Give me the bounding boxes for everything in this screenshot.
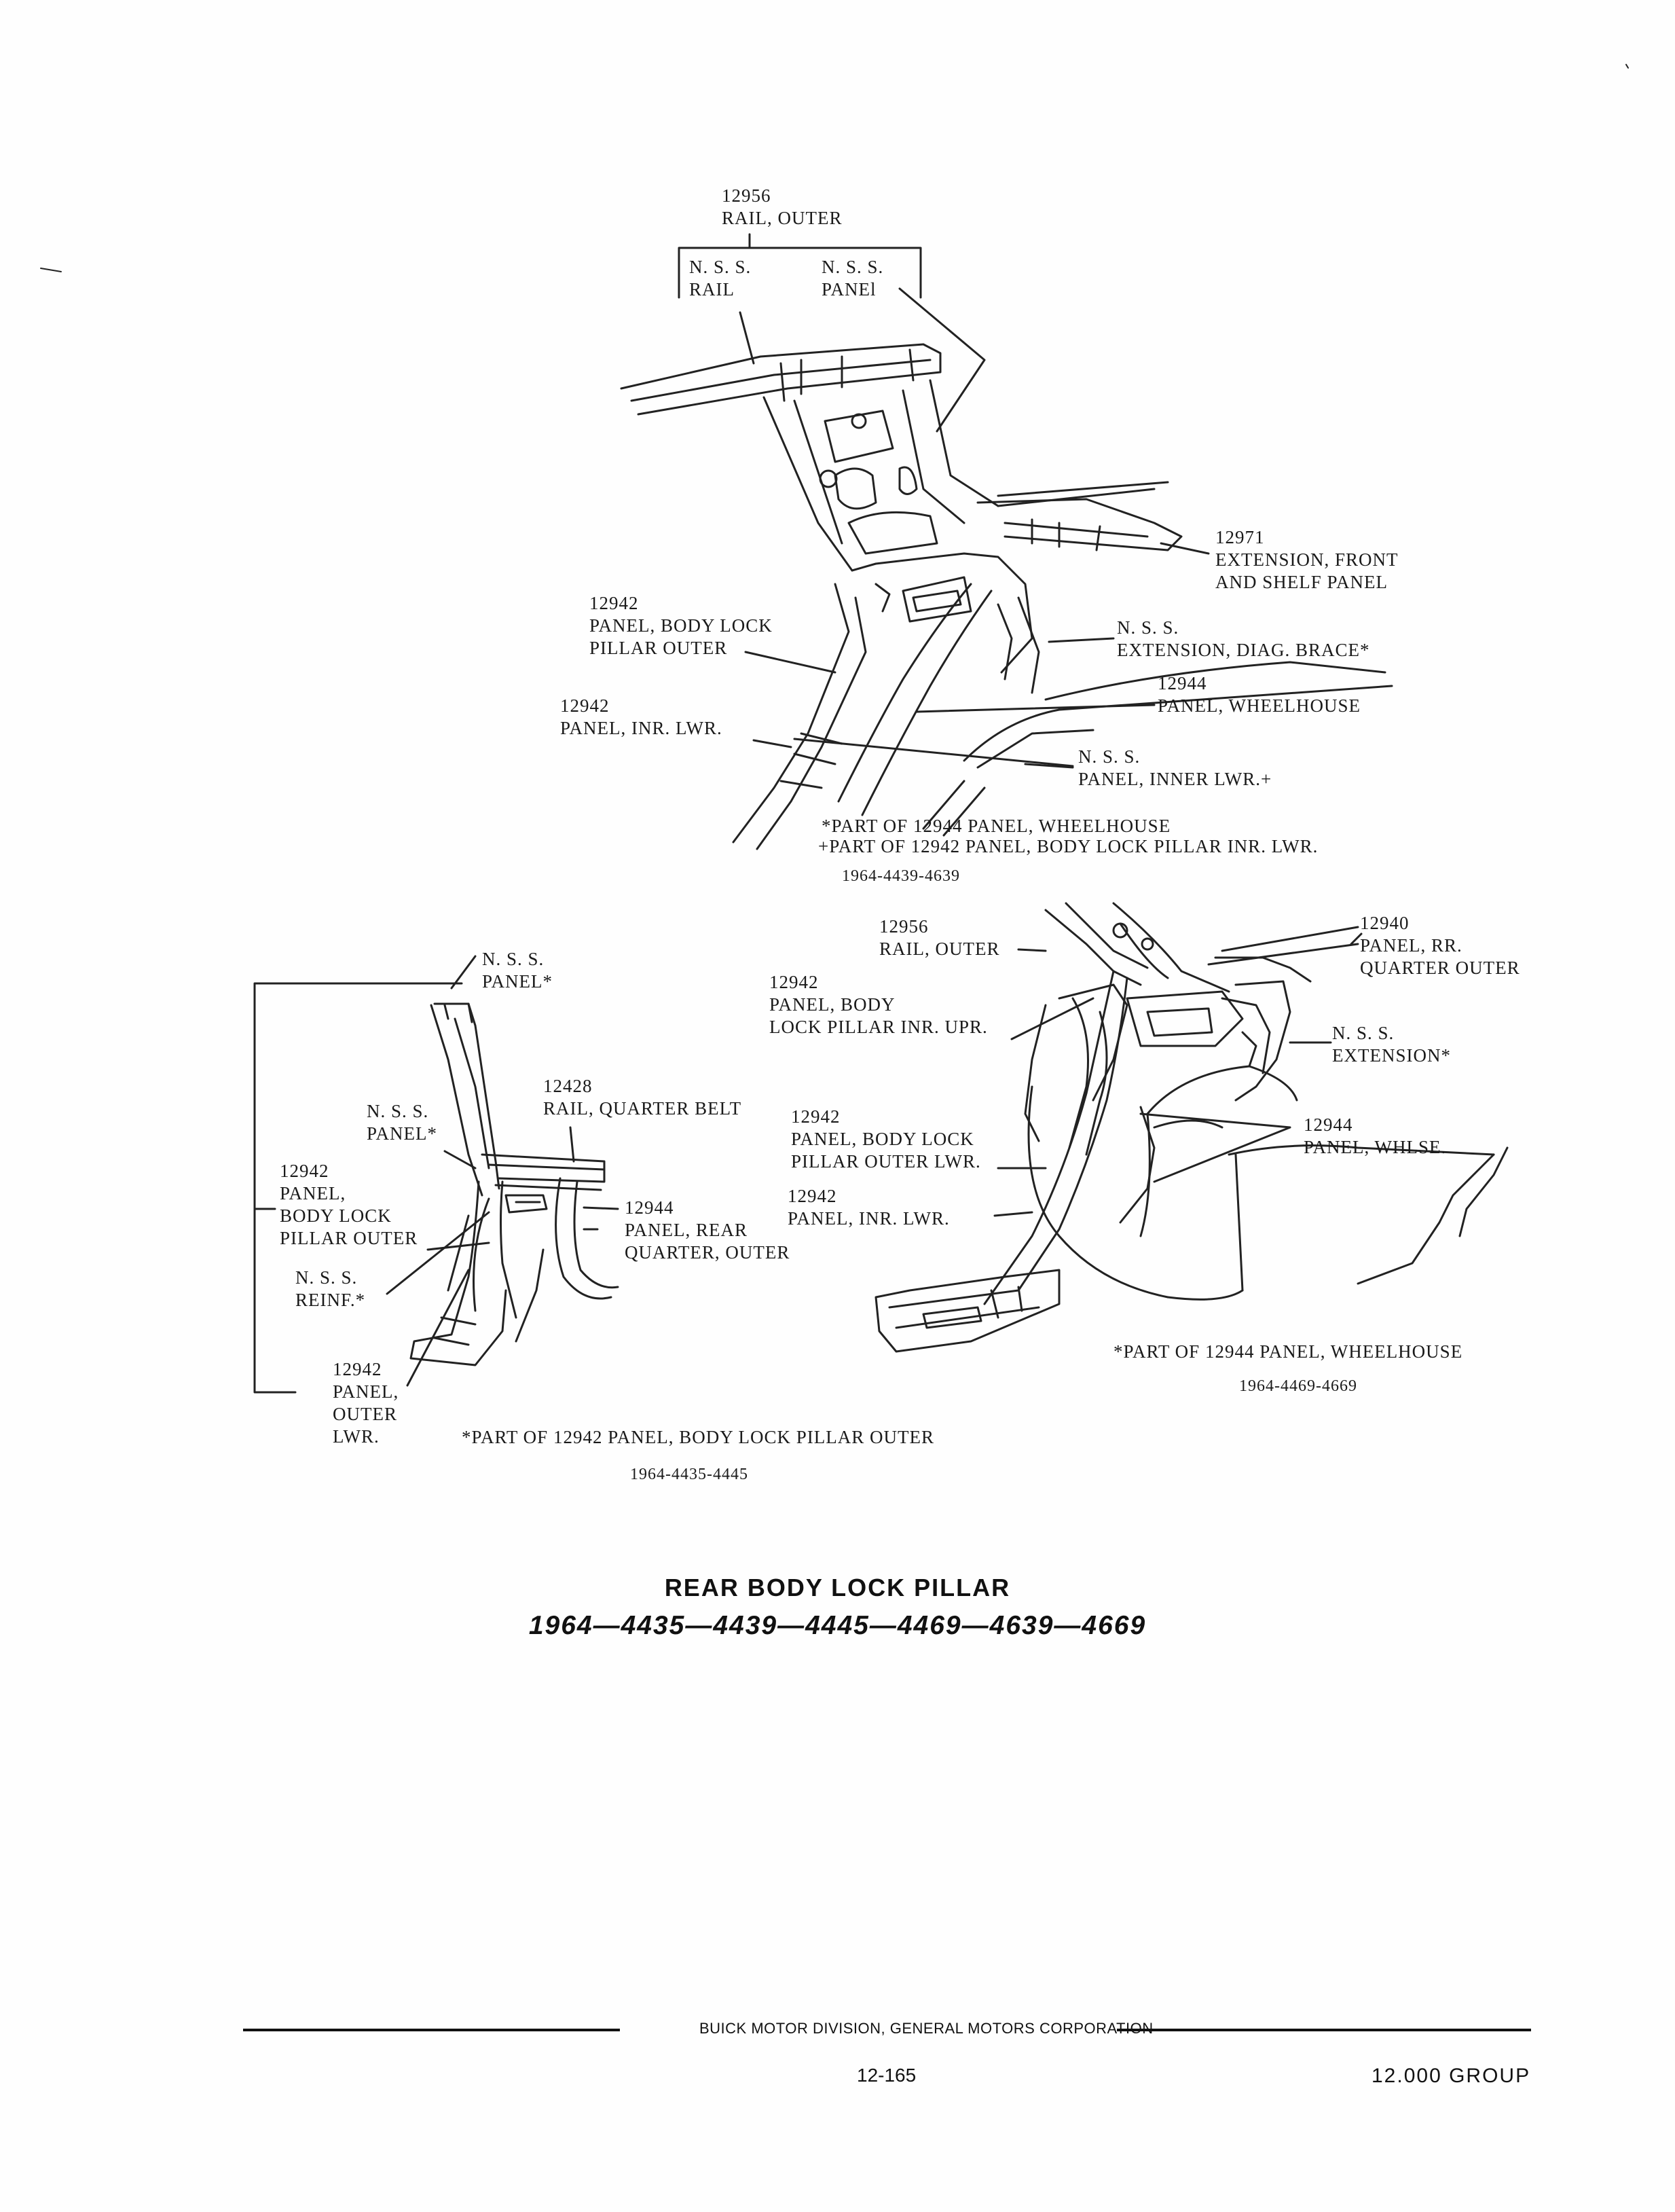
top-footnote-2: +PART OF 12942 PANEL, BODY LOCK PILLAR I… <box>818 836 1319 856</box>
label-12942-inr-lwr-right: 12942 PANEL, INR. LWR. <box>788 1186 950 1229</box>
label-nss-panel-top: N. S. S. PANEl <box>822 257 884 300</box>
label-12942-body-lock-pillar-outer-lwr: 12942 PANEL, BODY LOCK PILLAR OUTER LWR. <box>791 1106 981 1172</box>
top-view-drawing <box>620 233 1393 850</box>
left-view-drawing <box>253 955 619 1394</box>
label-nss-panel-left-mid: N. S. S. PANEL* <box>367 1101 438 1144</box>
label-12428-rail-quarter-belt: 12428 RAIL, QUARTER BELT <box>543 1076 742 1119</box>
label-12942-inr-lwr-top: 12942 PANEL, INR. LWR. <box>560 695 722 738</box>
right-footnote-1: *PART OF 12944 PANEL, WHEELHOUSE <box>1113 1341 1463 1362</box>
footer-rule-right <box>1117 2029 1531 2031</box>
right-view-drawing <box>875 902 1509 1353</box>
label-12942-body-lock-pillar-inr-upr: 12942 PANEL, BODY LOCK PILLAR INR. UPR. <box>769 972 988 1037</box>
right-model-numbers: 1964-4469-4669 <box>1239 1377 1357 1395</box>
label-nss-rail: N. S. S. RAIL <box>689 257 752 300</box>
label-nss-panel-left-top: N. S. S. PANEL* <box>482 949 553 992</box>
footer-group: 12.000 GROUP <box>1372 2065 1531 2087</box>
label-nss-extension-diag-brace: N. S. S. EXTENSION, DIAG. BRACE* <box>1117 617 1370 660</box>
page-title: REAR BODY LOCK PILLAR <box>664 1574 1011 1601</box>
left-model-numbers: 1964-4435-4445 <box>630 1466 748 1483</box>
footer-page-number: 12-165 <box>857 2065 917 2086</box>
label-12942-body-lock-pillar-outer-left: 12942 PANEL, BODY LOCK PILLAR OUTER <box>280 1161 418 1248</box>
label-nss-panel-inner-lwr: N. S. S. PANEL, INNER LWR.+ <box>1078 746 1272 789</box>
top-model-numbers: 1964-4439-4639 <box>842 867 960 885</box>
label-12971-extension-front-shelf: 12971 EXTENSION, FRONT AND SHELF PANEL <box>1215 527 1399 592</box>
model-list: 1964—4435—4439—4445—4469—4639—4669 <box>528 1611 1147 1640</box>
footer-division: BUICK MOTOR DIVISION, GENERAL MOTORS COR… <box>699 2020 1154 2037</box>
label-nss-reinf: N. S. S. REINF.* <box>295 1267 366 1310</box>
scan-marks <box>40 64 1629 272</box>
label-12942-outer-lwr: 12942 PANEL, OUTER LWR. <box>333 1359 399 1447</box>
label-12956-rail-outer-right: 12956 RAIL, OUTER <box>879 916 1000 959</box>
label-12940-rr-quarter-outer: 12940 PANEL, RR. QUARTER OUTER <box>1360 913 1520 978</box>
label-12942-body-lock-pillar-outer-top: 12942 PANEL, BODY LOCK PILLAR OUTER <box>589 593 773 658</box>
top-footnote-1: *PART OF 12944 PANEL, WHEELHOUSE <box>822 816 1171 836</box>
footer-rule-left <box>243 2029 620 2031</box>
left-footnote-1: *PART OF 12942 PANEL, BODY LOCK PILLAR O… <box>462 1427 934 1447</box>
label-12944-whlse: 12944 PANEL, WHLSE. <box>1304 1114 1447 1157</box>
label-12944-rear-quarter-outer: 12944 PANEL, REAR QUARTER, OUTER <box>625 1197 790 1263</box>
label-12956-rail-outer-top: 12956 RAIL, OUTER <box>722 185 843 228</box>
label-12944-wheelhouse-top: 12944 PANEL, WHEELHOUSE <box>1158 673 1361 716</box>
label-nss-extension-right: N. S. S. EXTENSION* <box>1332 1023 1451 1066</box>
